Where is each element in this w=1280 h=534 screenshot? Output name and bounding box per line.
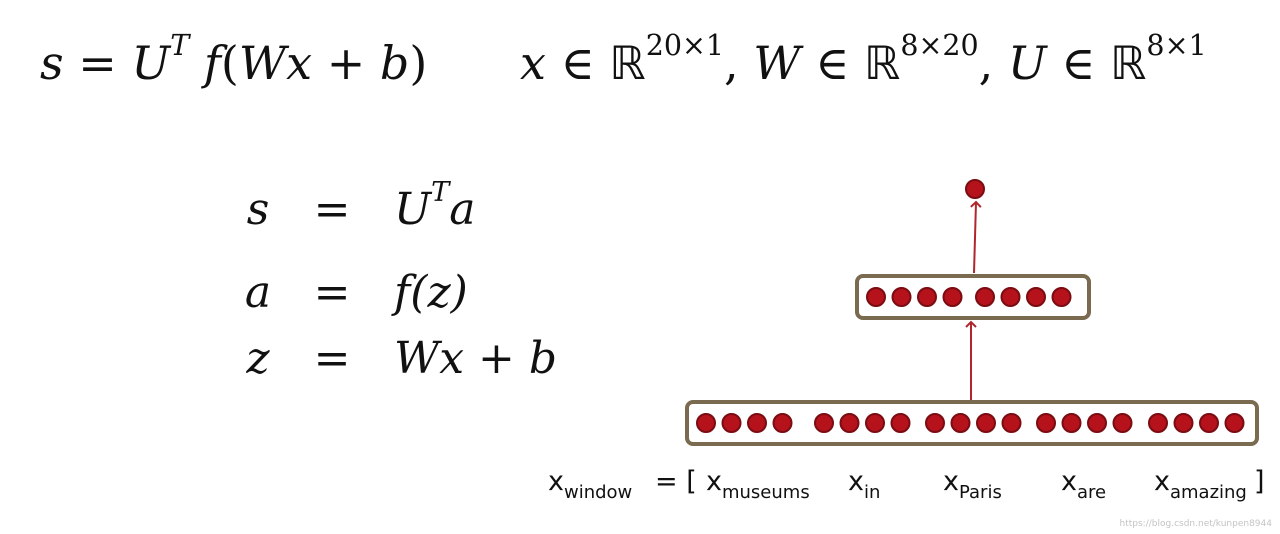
dimension-formula: x ∈ ℝ20×1, W ∈ ℝ8×20, U ∈ ℝ8×1 (520, 31, 1207, 86)
token-sub: amazing (1169, 482, 1247, 504)
dim-comma-2: , (978, 36, 994, 90)
formula-s: s (40, 36, 64, 90)
formula-close-paren: ) (409, 36, 428, 90)
formula-b: b (379, 36, 410, 90)
arrow-hidden-to-output (970, 200, 982, 274)
dim-x-size: 20×1 (645, 28, 725, 62)
input-neuron (1224, 413, 1245, 433)
formula-f: f (203, 36, 221, 90)
input-neuron (925, 413, 945, 433)
input-neuron (839, 413, 860, 433)
token-sub: Paris (958, 482, 1002, 504)
equation-rhs: Wx + b (394, 333, 558, 384)
formula-x: x (286, 36, 313, 90)
dim-W: W (753, 36, 801, 90)
watermark: https://blog.csdn.net/kunpen8944 (1119, 519, 1272, 529)
equation-equals: = (313, 267, 351, 318)
hidden-neuron (891, 287, 912, 307)
output-neuron (965, 179, 985, 199)
hidden-neuron (1000, 287, 1021, 307)
dim-reals-3: ℝ (1109, 36, 1147, 90)
equation-rhs-U: U (394, 184, 432, 235)
equation-rhs: f(z) (394, 267, 468, 318)
input-neuron (1001, 413, 1022, 433)
token-var: x (1061, 466, 1077, 497)
hidden-neuron (1026, 287, 1046, 307)
token-sub: in (863, 482, 881, 504)
neurons (696, 179, 1245, 433)
input-neuron (865, 413, 885, 433)
formula-open-paren: ( (220, 36, 239, 90)
equation-equals: = (313, 184, 351, 235)
hidden-neuron (975, 287, 995, 307)
token-sub: are (1076, 482, 1107, 504)
input-neuron (1148, 413, 1168, 433)
hidden-neuron (1051, 287, 1072, 307)
input-neuron (1061, 413, 1082, 433)
input-neuron (890, 413, 911, 433)
input-neuron (814, 413, 834, 433)
input-neuron (721, 413, 742, 433)
token-sub: museums (721, 482, 810, 504)
token-var: x (706, 466, 722, 497)
window-token-amazing: xamazing (1154, 466, 1247, 503)
input-neuron (772, 413, 793, 433)
equation-equals: = (313, 333, 351, 384)
window-token-in: xin (848, 466, 880, 503)
input-layer-box (685, 400, 1259, 446)
equation-rhs-transpose: T (431, 176, 450, 208)
token-var: x (943, 466, 959, 497)
dim-reals-1: ℝ (609, 36, 646, 90)
hidden-neuron (917, 287, 937, 307)
formula-W: W (238, 36, 287, 90)
input-neuron (950, 413, 971, 433)
hidden-neuron (866, 287, 886, 307)
equation-rhs: UTa (394, 176, 476, 240)
dim-W-size: 8×20 (900, 28, 979, 62)
input-neuron (1087, 413, 1107, 433)
equation-lhs: s (246, 184, 270, 235)
input-neuron (747, 413, 767, 433)
window-token-are: xare (1061, 466, 1106, 503)
window-sub: window (563, 482, 633, 504)
arrows (965, 200, 982, 400)
dim-U: U (1007, 36, 1047, 90)
dim-in-2: ∈ (815, 36, 850, 90)
window-equals-bracket: = [ (655, 466, 697, 497)
window-close-bracket: ] (1254, 466, 1265, 497)
layer-boxes (685, 274, 1259, 446)
input-neuron (1112, 413, 1133, 433)
formula-plus: + (326, 36, 366, 90)
hidden-neuron (942, 287, 963, 307)
dim-comma-1: , (724, 36, 739, 90)
input-neuron (1173, 413, 1194, 433)
formula-equals: = (78, 36, 117, 90)
window-token-paris: xParis (943, 466, 1002, 503)
input-neuron (1199, 413, 1219, 433)
input-neuron (976, 413, 996, 433)
equation-lhs: a (244, 267, 272, 318)
token-var: x (848, 466, 864, 497)
token-var: x (1154, 466, 1170, 497)
input-neuron (1036, 413, 1056, 433)
window-token-museums: xmuseums (706, 466, 810, 503)
input-neuron (696, 413, 716, 433)
window-lhs: xwindow (548, 466, 632, 503)
dim-x: x (520, 36, 546, 90)
dim-U-size: 8×1 (1146, 28, 1207, 62)
hidden-layer-box (855, 274, 1091, 320)
equation-rhs-a: a (449, 184, 476, 235)
dim-in-3: ∈ (1061, 36, 1096, 90)
score-formula: s = UT f(Wx + b) (40, 31, 427, 86)
dim-reals-2: ℝ (863, 36, 901, 90)
dim-in-1: ∈ (560, 36, 595, 90)
formula-transpose: T (170, 28, 190, 62)
window-var: x (548, 466, 564, 497)
equation-lhs: z (246, 333, 270, 384)
formula-U: U (131, 36, 171, 90)
